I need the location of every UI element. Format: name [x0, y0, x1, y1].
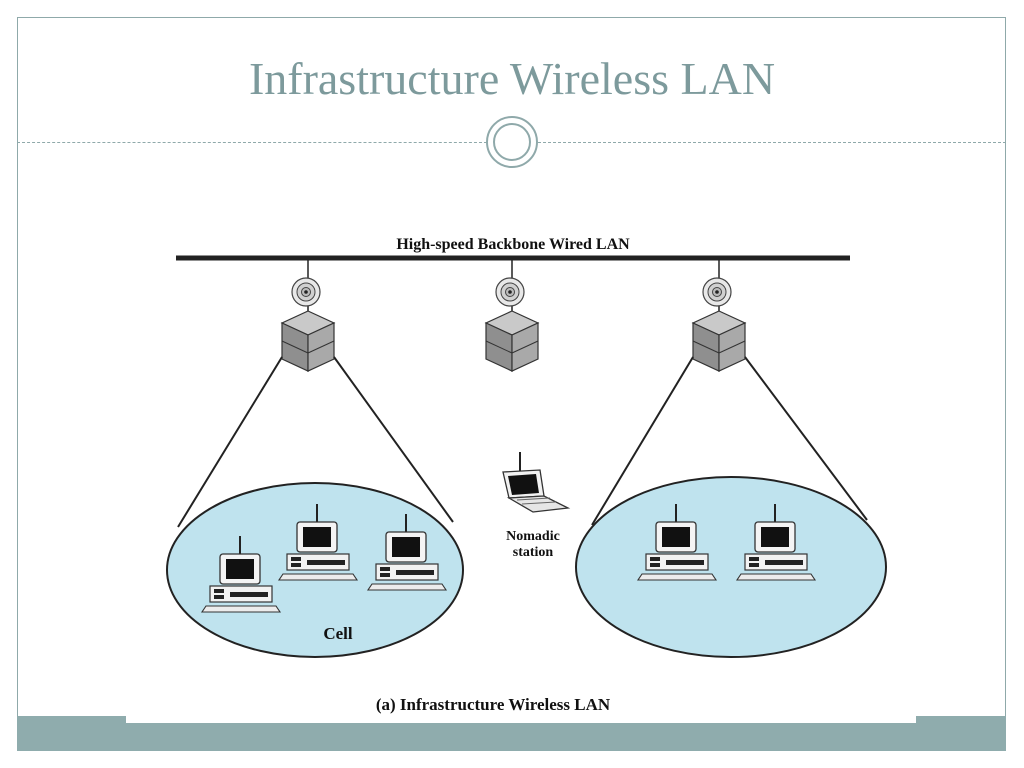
coverage-lines-left: [177, 356, 454, 528]
access-point-2-icon: [485, 258, 539, 372]
laptop-icon: [502, 452, 571, 513]
slide-title: Infrastructure Wireless LAN: [248, 53, 776, 104]
cell-label: Cell: [323, 624, 353, 643]
title-divider-right: [538, 142, 1006, 143]
nomadic-label-line2: station: [513, 545, 554, 560]
coverage-lines-right: [591, 356, 868, 526]
access-point-3-icon: [692, 258, 746, 372]
access-point-1-icon: [281, 258, 335, 372]
backbone-label: High-speed Backbone Wired LAN: [396, 236, 630, 253]
divider-ornament-icon: [486, 116, 538, 168]
cell-right: [575, 476, 887, 658]
title-divider-left: [17, 142, 487, 143]
nomadic-label-line1: Nomadic: [506, 529, 560, 544]
figure-caption: (a) Infrastructure Wireless LAN: [376, 695, 611, 714]
